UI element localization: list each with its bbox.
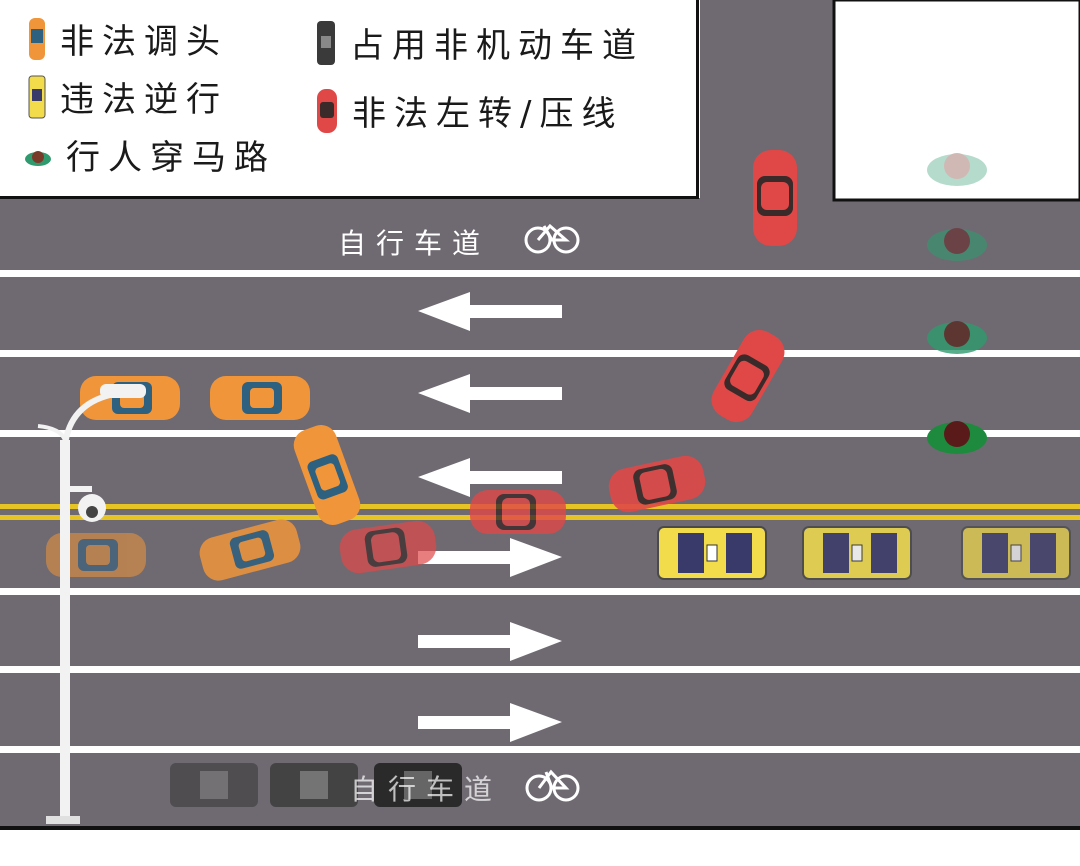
legend-label: 违法逆行 bbox=[60, 80, 228, 120]
lane-line bbox=[0, 270, 1080, 277]
red-car bbox=[470, 490, 566, 534]
lane-line bbox=[0, 666, 1080, 673]
legend-item-illegal-left-turn: 非法左转/压线 bbox=[316, 86, 623, 135]
red-car bbox=[608, 455, 706, 513]
right-arrow bbox=[418, 538, 562, 577]
dark-car bbox=[270, 763, 358, 807]
lane-line bbox=[0, 588, 1080, 595]
orange-car bbox=[46, 533, 146, 577]
corner-block bbox=[832, 0, 1080, 202]
dark-car bbox=[374, 763, 462, 807]
pedestrian bbox=[927, 228, 987, 261]
yellow-taxi bbox=[961, 526, 1071, 580]
left-arrow bbox=[418, 292, 562, 331]
right-arrow bbox=[418, 703, 562, 742]
legend-label: 占用非机动车道 bbox=[350, 26, 644, 66]
lane-line bbox=[0, 350, 1080, 357]
orange-car-icon bbox=[29, 17, 45, 60]
red-car bbox=[753, 150, 797, 246]
orange-car bbox=[210, 376, 310, 420]
right-arrow bbox=[418, 622, 562, 661]
bottom-curb bbox=[0, 826, 1080, 830]
pedestrian-icon bbox=[25, 150, 51, 166]
legend-item-jaywalking: 行人穿马路 bbox=[24, 130, 276, 179]
left-arrow bbox=[418, 374, 562, 413]
pedestrian bbox=[927, 153, 987, 186]
red-car bbox=[711, 330, 785, 422]
left-arrow bbox=[418, 458, 562, 497]
pedestrian bbox=[927, 321, 987, 354]
legend-item-bike-lane-occupation: 占用非机动车道 bbox=[316, 18, 644, 67]
surveillance-camera-icon bbox=[66, 486, 106, 522]
bicycle-icon bbox=[525, 769, 580, 802]
top-bike-lane-label: 自行车道 bbox=[338, 227, 491, 260]
yellow-taxi bbox=[802, 526, 912, 580]
legend-item-wrong-way: 违法逆行 bbox=[28, 72, 228, 121]
legend-label: 非法左转/压线 bbox=[352, 94, 624, 134]
yellow-car-icon bbox=[28, 75, 46, 118]
lane-line bbox=[0, 746, 1080, 753]
orange-car bbox=[199, 519, 301, 581]
legend-label: 行人穿马路 bbox=[66, 138, 276, 178]
yellow-taxi bbox=[657, 526, 767, 580]
street-light bbox=[37, 384, 146, 824]
dark-car bbox=[170, 763, 258, 807]
bottom-bike-lane-label: 自行车道 bbox=[350, 773, 503, 806]
lane-line bbox=[0, 430, 1080, 437]
legend: 非法调头 违法逆行 行人穿马路 占用非机动车道 非法左转/压线 bbox=[0, 0, 699, 199]
legend-item-illegal-u-turn: 非法调头 bbox=[28, 14, 228, 63]
bicycle-icon bbox=[524, 223, 580, 254]
red-car bbox=[339, 520, 437, 574]
legend-label: 非法调头 bbox=[60, 22, 228, 62]
orange-car bbox=[293, 424, 361, 526]
black-car-icon bbox=[317, 20, 335, 65]
red-car-icon bbox=[317, 88, 337, 133]
pedestrian bbox=[927, 421, 987, 454]
